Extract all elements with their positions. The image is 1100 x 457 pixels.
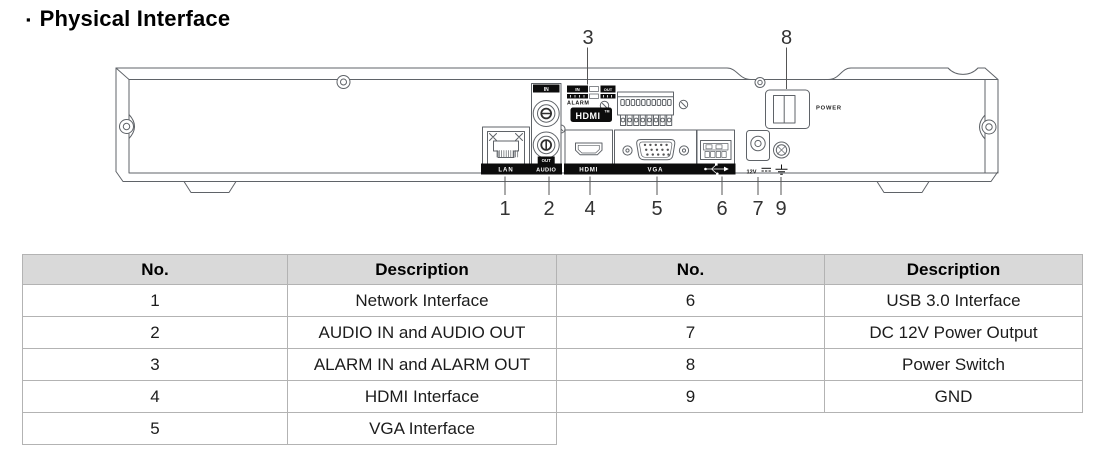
callout-2: 2 xyxy=(543,198,554,220)
audio-out-jack xyxy=(532,131,560,159)
interface-table: No. Description No. Description 1 Networ… xyxy=(22,254,1083,445)
cell-no: 7 xyxy=(556,316,825,349)
cell-no: 5 xyxy=(22,412,288,445)
cell-description: ALARM IN and ALARM OUT xyxy=(287,348,557,381)
col-header-no-right: No. xyxy=(556,254,825,285)
callout-1: 1 xyxy=(499,198,510,220)
col-header-desc-right: Description xyxy=(824,254,1083,285)
hdmi-port: HDMI xyxy=(564,129,614,175)
hdmi-logo-badge: HDMI TM xyxy=(570,107,612,122)
dc-symbol-icon xyxy=(761,167,771,172)
cell-description: VGA Interface xyxy=(287,412,557,445)
power-switch: POWER xyxy=(765,89,842,129)
cell-no: 8 xyxy=(556,348,825,381)
chassis-foot-left xyxy=(183,181,237,193)
chassis-outline xyxy=(115,67,999,193)
alarm-terminal-block xyxy=(617,91,674,126)
table-cell-empty xyxy=(557,413,825,445)
hdmi-logo-tm: TM xyxy=(605,110,610,114)
cell-description: Network Interface xyxy=(287,284,557,317)
heading-bullet-icon: ▪ xyxy=(26,11,31,27)
ground-symbol-icon xyxy=(775,164,788,175)
audio-label: AUDIO xyxy=(536,167,556,173)
hdmi-label: HDMI xyxy=(579,166,598,173)
alarm-label: ALARM xyxy=(567,101,589,107)
cell-description: GND xyxy=(824,380,1083,413)
callout-5: 5 xyxy=(651,198,662,220)
chassis-foot-right xyxy=(876,181,930,193)
dc-12v-label: 12V xyxy=(747,170,757,176)
lan-label: LAN xyxy=(498,167,513,173)
cell-description: AUDIO IN and AUDIO OUT xyxy=(287,316,557,349)
cell-description: DC 12V Power Output xyxy=(824,316,1083,349)
audio-out-label: OUT xyxy=(542,158,551,163)
alarm-in-label: IN xyxy=(575,87,580,92)
table-row: 4 HDMI Interface 9 GND xyxy=(22,380,1083,413)
cell-description: HDMI Interface xyxy=(287,380,557,413)
table-row: 3 ALARM IN and ALARM OUT 8 Power Switch xyxy=(22,348,1083,381)
col-header-no-left: No. xyxy=(22,254,288,285)
table-cell-empty xyxy=(825,413,1083,445)
dc-power-jack: 12V xyxy=(746,130,771,176)
interface-table-wrap: No. Description No. Description 1 Networ… xyxy=(22,254,1083,445)
callout-9: 9 xyxy=(775,198,786,220)
cell-no: 6 xyxy=(556,284,825,317)
power-label: POWER xyxy=(816,106,842,112)
cell-no: 4 xyxy=(22,380,288,413)
col-header-desc-left: Description xyxy=(287,254,557,285)
usb-icon xyxy=(704,163,729,176)
lan-port: LAN xyxy=(481,126,531,175)
usb-port xyxy=(696,129,736,176)
cell-description: USB 3.0 Interface xyxy=(824,284,1083,317)
table-row: 5 VGA Interface xyxy=(22,412,1083,445)
callouts: 3 8 1 2 4 5 6 7 9 xyxy=(499,27,792,220)
section-heading: ▪ Physical Interface xyxy=(26,6,230,32)
page-title: Physical Interface xyxy=(39,6,231,31)
cell-no: 1 xyxy=(22,284,288,317)
audio-in-label: IN xyxy=(544,87,549,93)
alarm-io-strip: IN OUT ALARM xyxy=(567,85,616,107)
table-row: 2 AUDIO IN and AUDIO OUT 7 DC 12V Power … xyxy=(22,316,1083,349)
table-row: 1 Network Interface 6 USB 3.0 Interface xyxy=(22,284,1083,317)
callout-8: 8 xyxy=(781,27,792,49)
vga-label: VGA xyxy=(647,167,663,173)
vga-port: VGA xyxy=(613,129,698,175)
cell-no: 2 xyxy=(22,316,288,349)
hdmi-logo-text: HDMI xyxy=(576,111,601,121)
cell-no: 3 xyxy=(22,348,288,381)
gnd-screw xyxy=(773,141,790,175)
callout-6: 6 xyxy=(716,198,727,220)
audio-block: IN OUT AUDIO xyxy=(530,83,562,175)
cell-no: 9 xyxy=(556,380,825,413)
cell-description: Power Switch xyxy=(824,348,1083,381)
table-header-row: No. Description No. Description xyxy=(22,254,1083,285)
callout-3: 3 xyxy=(582,27,593,49)
rear-panel-diagram: LAN IN OUT AUDIO IN xyxy=(115,27,999,220)
audio-in-jack xyxy=(532,100,560,127)
callout-4: 4 xyxy=(584,198,595,220)
alarm-out-label: OUT xyxy=(604,87,613,92)
callout-7: 7 xyxy=(752,198,763,220)
